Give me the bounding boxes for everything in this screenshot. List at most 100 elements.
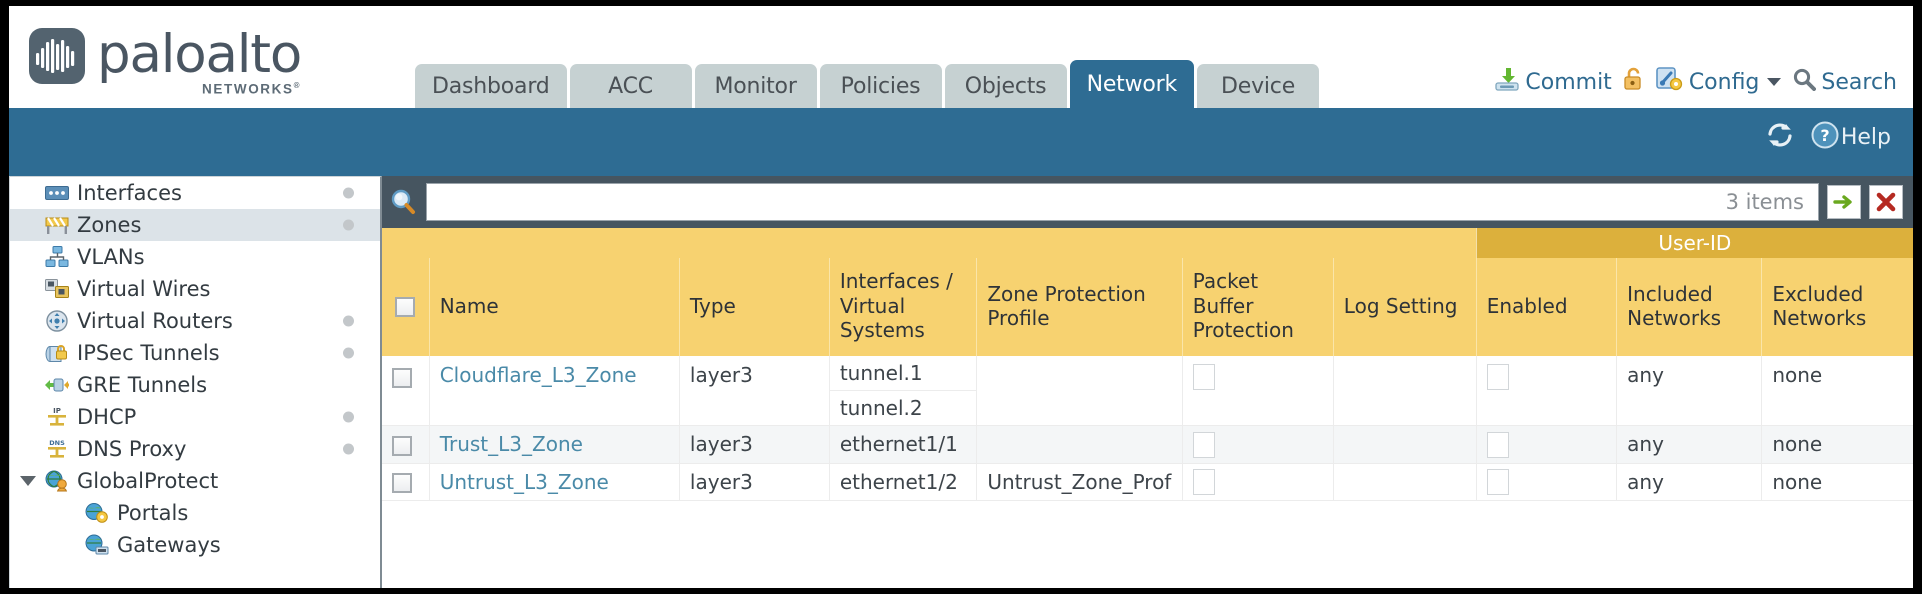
cell-name[interactable]: Cloudflare_L3_Zone — [428, 356, 680, 426]
sidebar-item-label: GlobalProtect — [77, 469, 219, 493]
main-nav-tabs: Dashboard ACC Monitor Policies Objects N… — [415, 60, 1322, 108]
tab-network[interactable]: Network — [1069, 60, 1195, 108]
unlock-icon — [1623, 66, 1645, 98]
commit-button[interactable]: Commit — [1494, 66, 1612, 98]
config-menu[interactable]: Config — [1656, 66, 1782, 98]
tab-acc[interactable]: ACC — [569, 64, 692, 108]
column-header-userid-enabled[interactable]: Enabled — [1475, 258, 1617, 356]
column-header-log-setting[interactable]: Log Setting — [1332, 258, 1477, 356]
userid-enabled-checkbox[interactable] — [1486, 469, 1509, 495]
packet-buffer-protection-checkbox[interactable] — [1192, 363, 1215, 390]
table-row[interactable]: Cloudflare_L3_Zone layer3 tunnel.1 any — [382, 356, 1913, 426]
ipsec-tunnels-icon — [44, 342, 70, 364]
lock-button[interactable] — [1623, 66, 1645, 98]
sidebar-item-dns-proxy[interactable]: DNS DNS Proxy — [10, 433, 380, 465]
sidebar-item-label: DNS Proxy — [77, 437, 187, 461]
brand-name: paloalto — [97, 24, 302, 85]
context-bar: ? Help — [9, 108, 1913, 176]
table-row[interactable]: Untrust_L3_Zone layer3 ethernet1/2 Untru… — [382, 463, 1913, 501]
tab-monitor[interactable]: Monitor — [694, 64, 817, 108]
sidebar-item-globalprotect[interactable]: GlobalProtect — [10, 465, 380, 497]
paloalto-logo-mark-icon — [29, 28, 85, 84]
apply-filter-button[interactable] — [1827, 185, 1861, 219]
zones-table: User-ID Name Type Interfaces / Virtual S… — [382, 228, 1913, 501]
sidebar-item-virtual-routers[interactable]: Virtual Routers — [10, 305, 380, 337]
chevron-down-icon[interactable] — [1767, 78, 1782, 86]
cell-userid-enabled[interactable] — [1475, 425, 1617, 464]
column-header-excluded-networks[interactable]: Excluded Networks — [1761, 258, 1913, 356]
table-group-header-row: User-ID — [382, 228, 1913, 258]
svg-text:?: ? — [1820, 126, 1829, 145]
sidebar-item-portals[interactable]: Portals — [10, 497, 380, 529]
sidebar-item-gateways[interactable]: Gateways — [10, 529, 380, 561]
select-all-header[interactable] — [382, 258, 430, 356]
cell-userid-enabled[interactable] — [1475, 463, 1617, 501]
sidebar-item-vlans[interactable]: VLANs — [10, 241, 380, 273]
brand-tagline: NETWORKS® — [202, 81, 302, 97]
select-all-checkbox[interactable] — [395, 297, 415, 318]
group-header-spacer — [382, 228, 1477, 258]
app-header: paloalto NETWORKS® Dashboard ACC Monitor… — [9, 6, 1913, 108]
cell-packet-buffer-protection[interactable] — [1181, 463, 1334, 501]
clear-filter-button[interactable] — [1869, 185, 1903, 219]
row-checkbox[interactable] — [392, 473, 412, 494]
column-header-name[interactable]: Name — [428, 258, 680, 356]
column-header-interfaces-vsys[interactable]: Interfaces / Virtual Systems — [828, 258, 977, 356]
sidebar-item-label: Virtual Routers — [77, 309, 233, 333]
zone-name-link[interactable]: Untrust_L3_Zone — [439, 469, 609, 494]
sidebar-item-interfaces[interactable]: Interfaces — [10, 177, 380, 209]
cell-packet-buffer-protection[interactable] — [1181, 356, 1334, 426]
table-row[interactable]: Trust_L3_Zone layer3 ethernet1/1 any — [382, 425, 1913, 464]
tab-objects[interactable]: Objects — [944, 64, 1067, 108]
row-select-cell[interactable] — [382, 463, 430, 501]
cell-interface: tunnel.1 — [828, 356, 977, 391]
cell-type: layer3 — [678, 425, 830, 464]
sidebar-item-gre-tunnels[interactable]: GRE Tunnels — [10, 369, 380, 401]
status-dot — [343, 411, 354, 423]
cell-included-networks: any — [1616, 463, 1762, 501]
search-button[interactable]: Search — [1792, 67, 1897, 97]
sidebar-item-dhcp[interactable]: IP DHCP — [10, 401, 380, 433]
zone-name-link[interactable]: Trust_L3_Zone — [439, 432, 583, 457]
userid-enabled-checkbox[interactable] — [1486, 431, 1509, 458]
svg-text:IP: IP — [53, 407, 61, 415]
sidebar-item-ipsec-tunnels[interactable]: IPSec Tunnels — [10, 337, 380, 369]
sidebar-item-label: Virtual Wires — [77, 277, 211, 301]
row-checkbox[interactable] — [392, 435, 412, 456]
dhcp-icon: IP — [44, 406, 70, 428]
userid-enabled-checkbox[interactable] — [1486, 363, 1509, 390]
row-select-cell[interactable] — [382, 425, 430, 464]
cell-name[interactable]: Untrust_L3_Zone — [428, 463, 680, 501]
cell-name[interactable]: Trust_L3_Zone — [428, 425, 680, 464]
zones-search-input[interactable] — [437, 189, 1726, 215]
sidebar-item-label: GRE Tunnels — [77, 373, 208, 397]
config-label: Config — [1688, 69, 1760, 95]
column-header-type[interactable]: Type — [678, 258, 830, 356]
packet-buffer-protection-checkbox[interactable] — [1192, 469, 1215, 495]
cell-packet-buffer-protection[interactable] — [1181, 425, 1334, 464]
cell-interface: ethernet1/2 — [828, 463, 977, 501]
search-magnifier-icon[interactable] — [388, 187, 418, 217]
column-header-included-networks[interactable]: Included Networks — [1616, 258, 1762, 356]
packet-buffer-protection-checkbox[interactable] — [1192, 431, 1215, 458]
sidebar-item-zones[interactable]: Zones — [10, 209, 380, 241]
row-checkbox[interactable] — [392, 367, 412, 388]
zone-name-link[interactable]: Cloudflare_L3_Zone — [439, 363, 637, 387]
tab-device[interactable]: Device — [1197, 64, 1320, 108]
column-header-packet-buffer-protection[interactable]: Packet Buffer Protection — [1181, 258, 1334, 356]
tab-dashboard[interactable]: Dashboard — [415, 64, 567, 108]
page-body: Interfaces Zones VLANs Vir — [9, 176, 1913, 588]
collapse-triangle-icon[interactable] — [20, 476, 36, 486]
zones-search-input-wrap[interactable]: 3 items — [426, 183, 1819, 221]
column-header-zone-protection-profile[interactable]: Zone Protection Profile — [976, 258, 1183, 356]
cell-userid-enabled[interactable] — [1475, 356, 1617, 426]
tab-policies[interactable]: Policies — [819, 64, 942, 108]
refresh-icon[interactable] — [1765, 121, 1795, 154]
sidebar-item-virtual-wires[interactable]: Virtual Wires — [10, 273, 380, 305]
cell-log-setting — [1332, 356, 1477, 426]
help-button[interactable]: ? Help — [1811, 121, 1891, 154]
row-select-cell[interactable] — [382, 356, 430, 426]
config-icon — [1656, 66, 1684, 98]
gre-tunnels-icon — [44, 374, 70, 396]
